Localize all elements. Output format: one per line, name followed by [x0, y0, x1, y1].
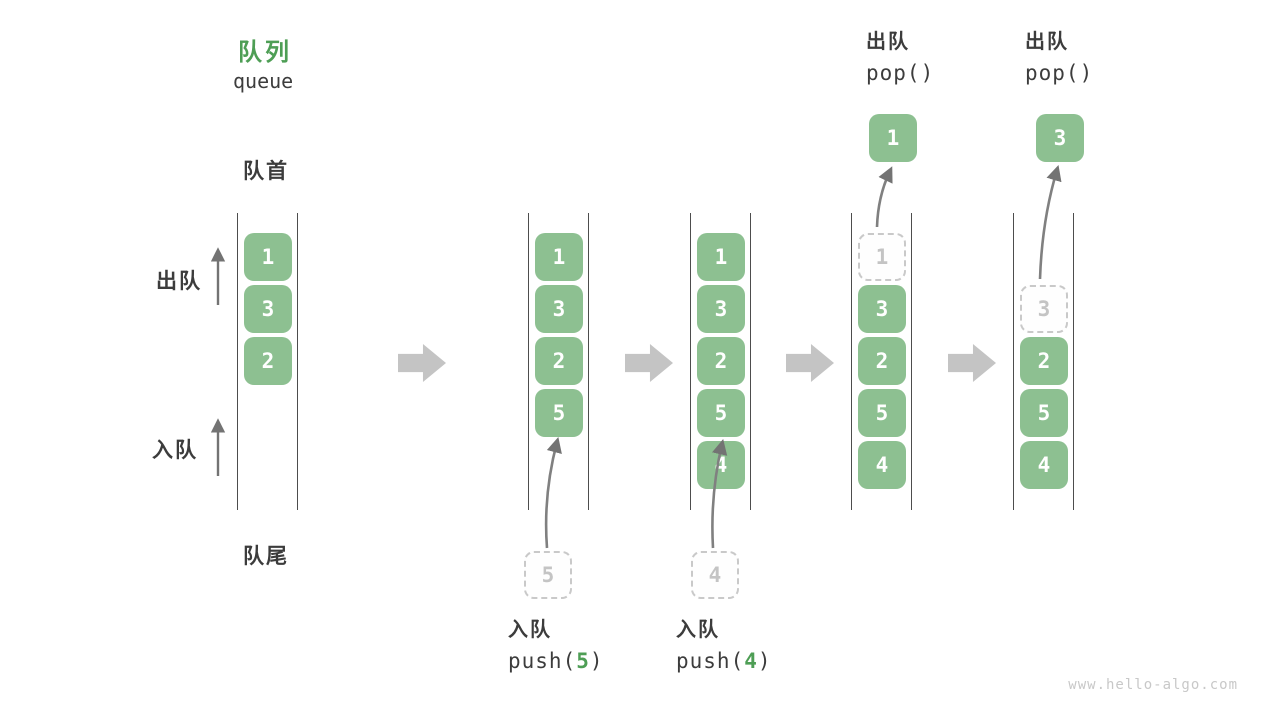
queue-item-removed: 3 — [1020, 285, 1068, 333]
operation-code: pop() — [1025, 61, 1094, 85]
queue-item: 2 — [244, 337, 292, 385]
operation-label-zh: 出队 — [866, 31, 910, 53]
queue-item-removed: 1 — [858, 233, 906, 281]
queue-item: 4 — [1020, 441, 1068, 489]
queue-item: 5 — [535, 389, 583, 437]
queue-item: 4 — [858, 441, 906, 489]
queue-column-state-4: 1 3 2 5 4 — [851, 213, 912, 510]
queue-item: 5 — [697, 389, 745, 437]
operation-label-zh: 入队 — [676, 619, 720, 641]
queue-item: 3 — [535, 285, 583, 333]
pending-enqueue-box: 4 — [691, 551, 739, 599]
queue-item: 5 — [858, 389, 906, 437]
step-arrow-icon — [786, 344, 834, 382]
queue-item: 1 — [697, 233, 745, 281]
operation-label-push5: 入队 push(5) — [508, 620, 604, 672]
operation-label-push4: 入队 push(4) — [676, 620, 772, 672]
queue-item: 2 — [535, 337, 583, 385]
queue-item: 2 — [697, 337, 745, 385]
queue-column-state-5: 3 2 5 4 — [1013, 213, 1074, 510]
queue-item: 1 — [535, 233, 583, 281]
popped-value-box: 1 — [869, 114, 917, 162]
diagram-title-en: queue — [233, 69, 294, 93]
operation-code: push(4) — [676, 649, 772, 673]
queue-column-state-1: 1 3 2 — [237, 213, 298, 510]
operation-label-zh: 出队 — [1025, 31, 1069, 53]
popped-value-box: 3 — [1036, 114, 1084, 162]
operation-code: push(5) — [508, 649, 604, 673]
label-enqueue-direction: 入队 — [152, 439, 198, 462]
queue-item: 3 — [244, 285, 292, 333]
queue-item: 3 — [858, 285, 906, 333]
queue-item: 2 — [858, 337, 906, 385]
queue-item: 5 — [1020, 389, 1068, 437]
queue-column-state-2: 1 3 2 5 — [528, 213, 589, 510]
diagram-title-zh: 队列 — [238, 39, 292, 66]
queue-item: 4 — [697, 441, 745, 489]
operation-label-zh: 入队 — [508, 619, 552, 641]
operation-code: pop() — [866, 61, 935, 85]
operation-label-pop-1: 出队 pop() — [866, 32, 934, 84]
step-arrow-icon — [398, 344, 446, 382]
label-dequeue-direction: 出队 — [156, 270, 202, 293]
queue-item: 2 — [1020, 337, 1068, 385]
queue-item: 3 — [697, 285, 745, 333]
label-queue-front: 队首 — [243, 160, 289, 183]
operation-label-pop-2: 出队 pop() — [1025, 32, 1093, 84]
queue-column-state-3: 1 3 2 5 4 — [690, 213, 751, 510]
watermark: www.hello-algo.com — [1068, 677, 1238, 693]
queue-item: 1 — [244, 233, 292, 281]
step-arrow-icon — [625, 344, 673, 382]
step-arrow-icon — [948, 344, 996, 382]
label-queue-rear: 队尾 — [243, 545, 289, 568]
pending-enqueue-box: 5 — [524, 551, 572, 599]
